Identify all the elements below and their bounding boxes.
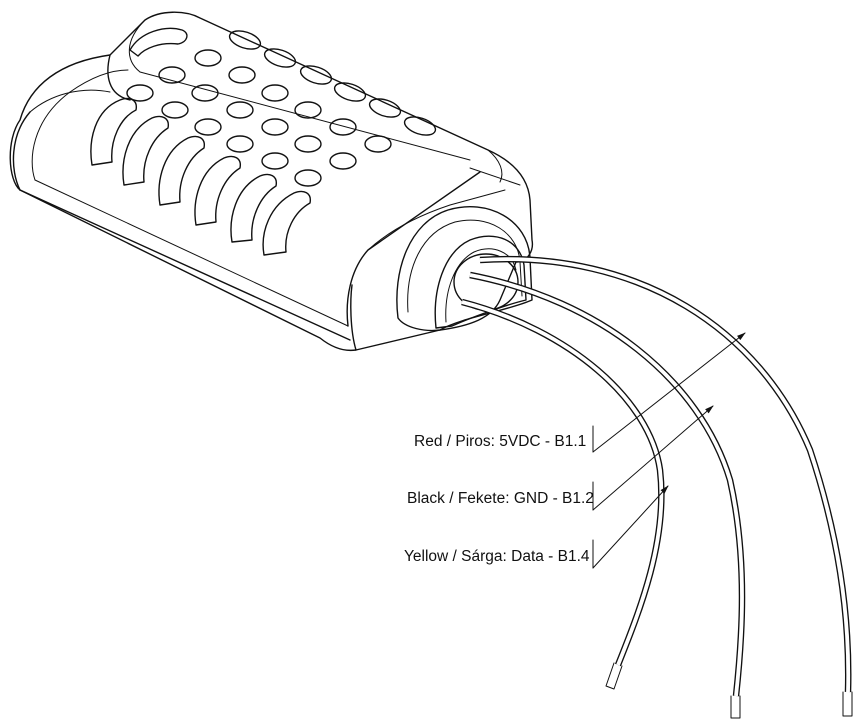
- wires: [461, 255, 853, 719]
- label-black-wire: Black / Fekete: GND - B1.2: [407, 490, 594, 507]
- top-vent-slots: [129, 27, 437, 136]
- sensor-housing: [9, 11, 534, 352]
- wire-2: [469, 271, 746, 697]
- wire-1: [479, 255, 852, 693]
- label-yellow-wire: Yellow / Sárga: Data - B1.4: [404, 548, 590, 565]
- label-red-wire: Red / Piros: 5VDC - B1.1: [414, 433, 586, 450]
- wire-3: [461, 298, 665, 667]
- side-vent-slots: [90, 97, 311, 256]
- leader-lines: [592, 332, 746, 569]
- top-vent-holes: [126, 49, 392, 187]
